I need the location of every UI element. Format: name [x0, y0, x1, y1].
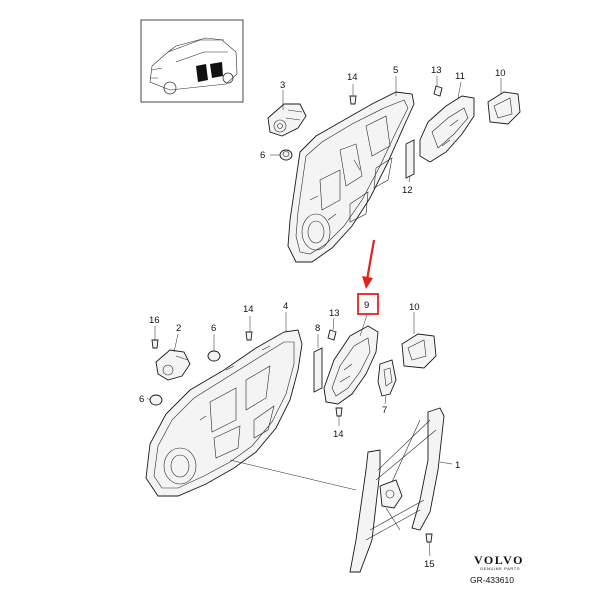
bracket-upper	[419, 95, 475, 163]
callout-6-lower-b: 6	[139, 394, 144, 405]
callout-3: 3	[280, 80, 285, 91]
callout-1: 1	[455, 460, 460, 471]
callout-4: 4	[283, 301, 288, 312]
screw-lower-b	[335, 407, 343, 417]
door-module-panel-lower	[145, 329, 303, 497]
callout-8: 8	[315, 323, 320, 334]
bracket-lower	[323, 325, 379, 405]
retainer-lower	[377, 359, 397, 397]
clip-lower	[327, 329, 337, 341]
vehicle-inset	[140, 19, 244, 103]
callout-5: 5	[393, 65, 398, 76]
callout-2: 2	[176, 323, 181, 334]
door-module-panel-upper	[287, 91, 415, 263]
screw-lower-c	[425, 533, 433, 543]
screw-lower-a	[245, 331, 253, 341]
screw-upper	[349, 95, 357, 105]
callout-14-lower-a: 14	[243, 304, 254, 315]
callout-14-upper: 14	[347, 72, 358, 83]
callout-6-upper: 6	[260, 150, 265, 161]
callouts: 3 6 14 5 13 11 10 12 16 2 6 14 4 8 13 9 …	[139, 65, 506, 570]
grommet-lower-b	[149, 394, 163, 406]
grommet-lower-a	[207, 350, 221, 362]
mount-upper	[487, 91, 521, 125]
window-regulator	[349, 407, 445, 573]
callout-15: 15	[424, 559, 435, 570]
clip-upper	[433, 85, 443, 97]
window-motor-lower	[155, 349, 191, 381]
diagram-reference: GR-433610	[470, 575, 514, 585]
leader-lines	[146, 76, 502, 557]
callout-16: 16	[149, 315, 160, 326]
trim-strip-lower	[313, 347, 323, 393]
trim-strip-upper	[405, 139, 415, 179]
screw-lower-left	[151, 339, 159, 349]
highlight-arrow	[362, 239, 376, 289]
mount-lower	[401, 333, 437, 369]
callout-6-lower-a: 6	[211, 323, 216, 334]
callout-11: 11	[455, 71, 465, 82]
callout-10-upper: 10	[495, 68, 506, 79]
brand-logo: VOLVO	[474, 553, 524, 567]
callout-10-lower: 10	[409, 302, 420, 313]
grommet-upper	[279, 149, 293, 161]
callout-12: 12	[402, 185, 413, 196]
callout-13-upper: 13	[431, 65, 442, 76]
highlight-box	[357, 293, 379, 315]
brand-block: VOLVO GENUINE PARTS GR-433610	[470, 553, 524, 585]
callout-13-lower: 13	[329, 308, 340, 319]
callout-14-lower-b: 14	[333, 429, 344, 440]
callout-9: 9	[364, 300, 369, 311]
window-motor-upper	[267, 103, 307, 137]
callout-7: 7	[382, 405, 387, 416]
brand-tagline: GENUINE PARTS	[480, 566, 520, 571]
